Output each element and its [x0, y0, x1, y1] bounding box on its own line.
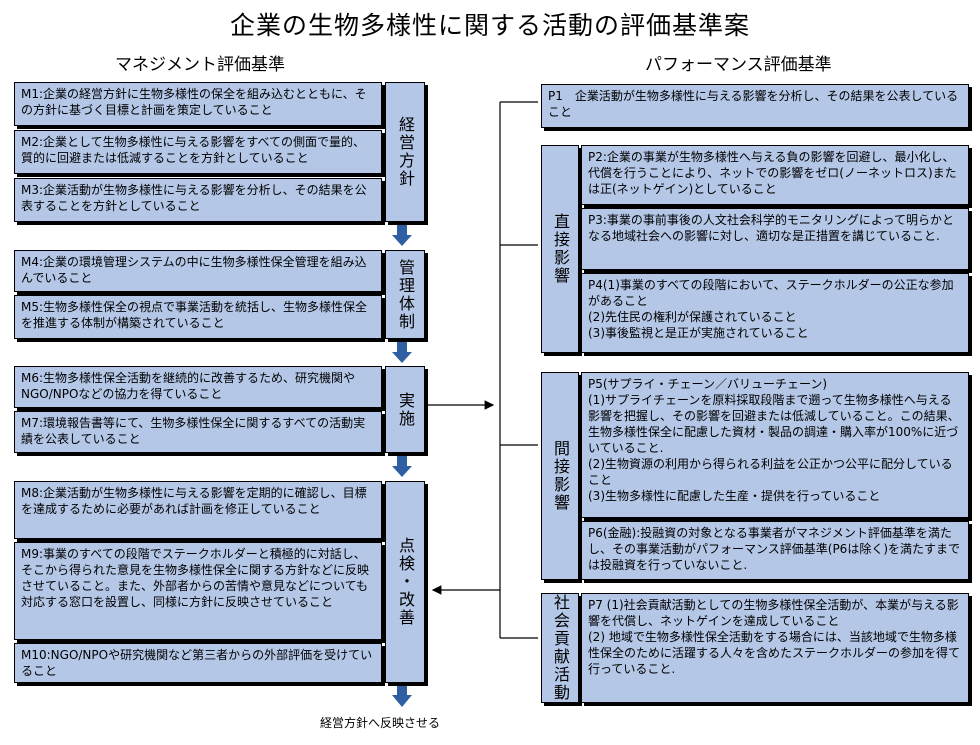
criterion-p4: P4(1)事業のすべての段階において、ステークホルダーの公正な参加があること (… — [581, 273, 969, 353]
stage-label-implementation: 実施 — [385, 366, 425, 453]
feedback-note: 経営方針へ反映させる — [320, 716, 441, 730]
criterion-m7: M7:環境報告書等にて、生物多様性保全に関するすべての活動実績を公表していること — [14, 411, 382, 453]
criterion-p7: P7 (1)社会貢献活動としての生物多様性保全活動が、本業が与える影響を代償し、… — [581, 593, 969, 703]
stage-label-review: 点検・改善 — [385, 481, 425, 683]
management-header: マネジメント評価基準 — [115, 55, 285, 75]
criterion-p6: P6(金融):投融資の対象となる事業者がマネジメント評価基準を満たし、その事業活… — [581, 521, 969, 580]
criterion-m1: M1:企業の経営方針に生物多様性の保全を組み込むとともに、その方針に基づく目標と… — [14, 82, 382, 126]
criterion-m3: M3:企業活動が生物多様性に与える影響を分析し、その結果を公表することを方針とし… — [14, 178, 382, 222]
impact-label-indirect: 間接影響 — [541, 372, 579, 580]
criterion-m6: M6:生物多様性保全活動を継続的に改善するため、研究機関やNGO/NPOなどの協… — [14, 366, 382, 408]
criterion-p2: P2:企業の事業が生物多様性へ与える負の影響を回避し、最小化し、代償を行うことに… — [581, 145, 969, 205]
flow-arrows — [392, 225, 412, 707]
criterion-m9: M9:事業のすべての段階でステークホルダーと積極的に対話し、そこから得られた意見… — [14, 542, 382, 640]
impact-label-direct: 直接影響 — [541, 145, 579, 353]
impact-label-social: 社会貢献活動 — [541, 593, 579, 703]
stage-label-system: 管理体制 — [385, 250, 425, 339]
criterion-m4: M4:企業の環境管理システムの中に生物多様性保全管理を組み込んでいること — [14, 250, 382, 292]
criterion-p1: P1 企業活動が生物多様性に与える影響を分析し、その結果を公表していること — [541, 84, 969, 128]
criterion-m8: M8:企業活動が生物多様性に与える影響を定期的に確認し、目標を達成するために必要… — [14, 481, 382, 539]
performance-header: パフォーマンス評価基準 — [645, 55, 832, 75]
page-title: 企業の生物多様性に関する活動の評価基準案 — [229, 11, 750, 40]
criterion-p5: P5(サプライ・チェーン／バリューチェーン) (1)サプライチェーンを原料採取段… — [581, 372, 969, 518]
criterion-m10: M10:NGO/NPOや研究機関など第三者からの外部評価を受けていること — [14, 643, 382, 683]
stage-label-policy: 経営方針 — [385, 82, 425, 222]
criterion-m2: M2:企業として生物多様性に与える影響をすべての側面で量的、質的に回避または低減… — [14, 130, 382, 174]
criterion-p3: P3:事業の事前事後の人文社会科学的モニタリングによって明らかとなる地域社会への… — [581, 208, 969, 270]
criterion-m5: M5:生物多様性保全の視点で事業活動を統括し、生物多様性保全を推進する体制が構築… — [14, 295, 382, 339]
